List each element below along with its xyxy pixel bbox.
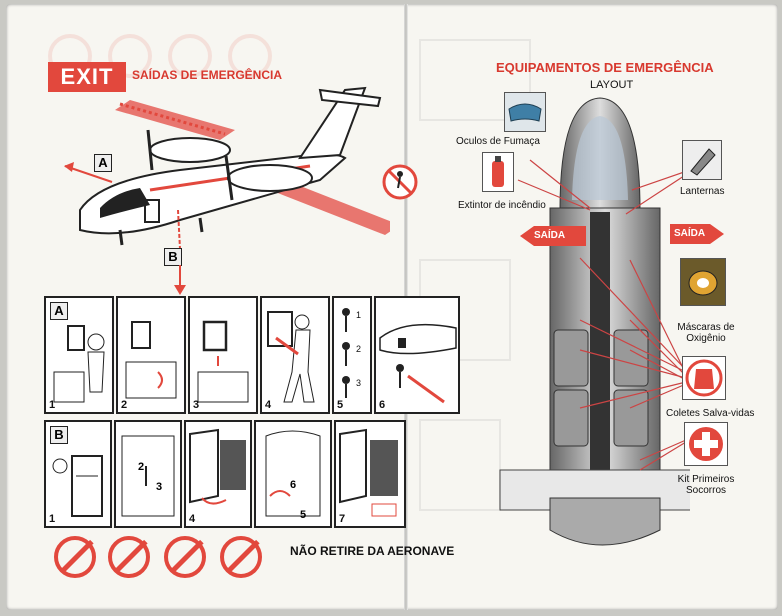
- oxygen-mask-image: [680, 258, 726, 306]
- step-b7-panel: 7: [334, 420, 406, 528]
- step-b7-number: 7: [339, 513, 346, 525]
- fire-extinguisher-image: [482, 152, 514, 192]
- step-a3-panel: 3: [188, 296, 258, 414]
- life-vests-label: Coletes Salva-vidas: [666, 408, 755, 419]
- step-a4-panel: 4: [260, 296, 330, 414]
- cabin-layout: [499, 97, 690, 546]
- flashlights-label: Lanternas: [680, 186, 725, 197]
- step-a2-panel: 2: [116, 296, 186, 414]
- callout-a: A: [94, 154, 112, 172]
- fire-extinguisher-label: Extintor de incêndio: [458, 200, 546, 211]
- smoke-goggles-label: Oculos de Fumaça: [456, 136, 540, 147]
- step-a3-number: 3: [193, 399, 200, 411]
- first-aid-label: Kit Primeiros Socorros: [677, 474, 735, 496]
- step-a5-sub-1: 1: [356, 310, 362, 320]
- step-b1-number: 1: [49, 513, 56, 525]
- oxygen-masks-label: Máscaras de Oxigênio: [677, 322, 735, 344]
- step-b4-panel: 4: [184, 420, 252, 528]
- exit-b-arrow: [174, 265, 186, 295]
- equipment-title: EQUIPAMENTOS DE EMERGÊNCIA: [496, 60, 714, 75]
- step-a1-number: 1: [49, 399, 56, 411]
- step-a5-sub-2: 2: [356, 344, 362, 354]
- first-aid-image: [684, 422, 728, 466]
- step-a2-number: 2: [121, 399, 128, 411]
- svg-text:2: 2: [138, 461, 144, 473]
- step-a1-panel: A 1: [44, 296, 114, 414]
- step-b4-number: 4: [189, 513, 196, 525]
- smoke-goggles-image: [504, 92, 546, 132]
- aircraft-illustration: [64, 86, 390, 260]
- svg-text:3: 3: [156, 481, 162, 493]
- exit-badge: EXIT: [48, 62, 126, 92]
- step-b1-panel: B 1: [44, 420, 112, 528]
- exits-title: SAÍDAS DE EMERGÊNCIA: [132, 68, 283, 82]
- life-vest-image: [682, 356, 726, 400]
- no-spray-icon: [108, 536, 150, 578]
- row-b-tag: B: [50, 426, 68, 444]
- step-a6-panel: 6: [374, 296, 460, 414]
- no-phone-icon: [220, 536, 262, 578]
- exit-right-arrow: SAÍDA: [670, 224, 724, 244]
- row-a-tag: A: [50, 302, 68, 320]
- exit-left-arrow: SAÍDA: [520, 226, 586, 246]
- no-lighter-icon: [164, 536, 206, 578]
- step-a5-number: 5: [337, 399, 344, 411]
- flashlight-image: [682, 140, 722, 180]
- step-a6-number: 6: [379, 399, 386, 411]
- step-a4-number: 4: [265, 399, 272, 411]
- svg-text:6: 6: [290, 479, 296, 491]
- do-not-remove-notice: NÃO RETIRE DA AERONAVE: [290, 544, 455, 558]
- no-running-icon: [382, 164, 418, 200]
- no-smoking-icon: [54, 536, 96, 578]
- svg-text:5: 5: [300, 509, 306, 521]
- step-a5-panel: 1 2 3 5: [332, 296, 372, 414]
- layout-label: LAYOUT: [590, 79, 634, 91]
- callout-b: B: [164, 248, 182, 266]
- step-a5-sub-3: 3: [356, 378, 362, 388]
